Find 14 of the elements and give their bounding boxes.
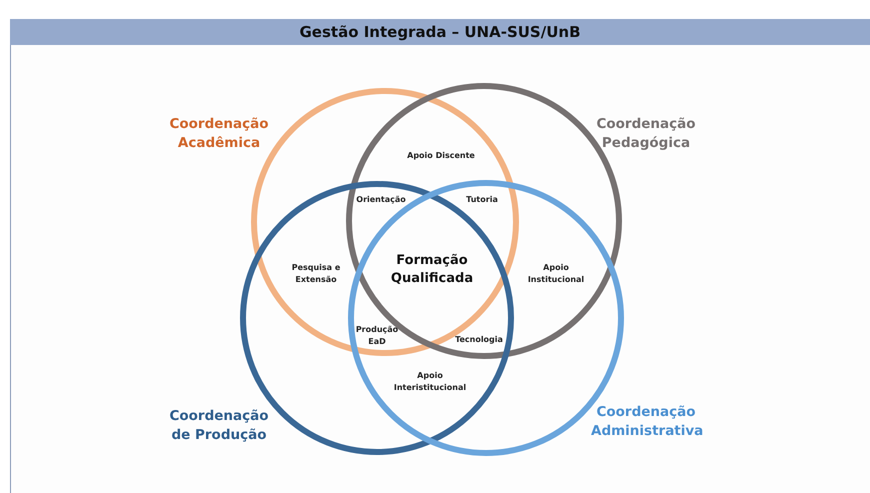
region-label: Apoio Discente	[406, 150, 476, 162]
header-title: Gestão Integrada – UNA-SUS/UnB	[10, 19, 870, 45]
region-label: Produção EaD	[354, 324, 400, 348]
region-label: Pesquisa e Extensão	[290, 262, 342, 286]
circle-heading: Coordenação Pedagógica	[595, 115, 697, 153]
region-label: Tutoria	[465, 194, 499, 206]
region-label: Tecnologia	[454, 334, 504, 346]
region-label: Apoio Interistitucional	[392, 370, 468, 394]
region-label: Formação Qualificada	[390, 252, 474, 288]
region-label: Apoio Institucional	[526, 262, 586, 286]
circle-heading: Coordenação de Produção	[168, 407, 270, 445]
circle-heading: Coordenação Acadêmica	[168, 115, 270, 153]
circle-heading: Coordenação Administrativa	[591, 403, 701, 441]
region-label: Orientação	[355, 194, 407, 206]
